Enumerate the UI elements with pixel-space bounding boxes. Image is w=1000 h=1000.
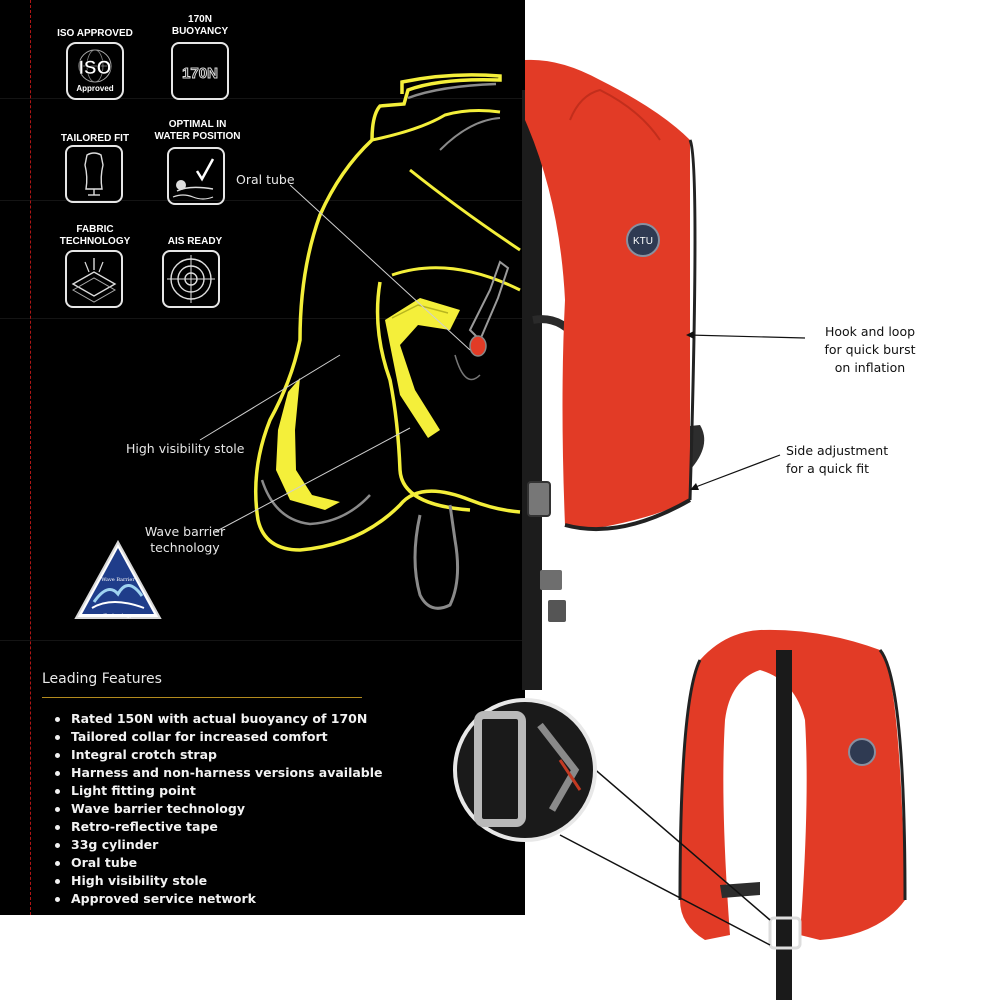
feature-item: Tailored collar for increased comfort [55, 728, 383, 746]
badge-label: FABRIC TECHNOLOGY [59, 224, 131, 247]
features-title: Leading Features [42, 671, 162, 687]
feature-item: Approved service network [55, 890, 383, 908]
feature-item: 33g cylinder [55, 836, 383, 854]
grid-line [0, 318, 525, 319]
harness-strap [522, 90, 542, 690]
feature-item: Wave barrier technology [55, 800, 383, 818]
grid-line [0, 98, 525, 99]
grid-line [0, 640, 525, 641]
features-list: Rated 150N with actual buoyancy of 170N … [55, 710, 383, 908]
ais-target-icon [162, 250, 220, 308]
fabric-technology-icon [65, 250, 123, 308]
high-visibility-stole [276, 378, 340, 510]
wave-barrier-section [385, 298, 460, 438]
badge-fabric-technology: FABRIC TECHNOLOGY [55, 224, 135, 310]
badge-label: TAILORED FIT [60, 133, 130, 144]
callout-side-adjustment: Side adjustment for a quick fit [786, 443, 889, 476]
collar-gray-edge [407, 82, 497, 100]
badge-water-position: OPTIMAL IN WATER POSITION [145, 119, 250, 209]
feature-item: Rated 150N with actual buoyancy of 170N [55, 710, 383, 728]
badge-label: OPTIMAL IN WATER POSITION [154, 119, 241, 142]
info-panel [0, 0, 525, 915]
leader-line-wave-barrier [214, 427, 411, 533]
vest-large [525, 59, 690, 530]
vest-inner-edge [409, 168, 521, 252]
feature-item: Retro-reflective tape [55, 818, 383, 836]
badge-iso-approved: ISO APPROVED ISO Approved [50, 28, 140, 102]
red-dashed-rule [30, 0, 31, 915]
wave-barrier-logo: Wave Barrier Technology [74, 539, 162, 619]
leader-line-oral-tube [289, 184, 471, 351]
arrow-hook-loop [687, 334, 806, 339]
collar-gray-inner [439, 117, 501, 151]
stole-gray-edge [260, 479, 371, 526]
badge-label: 170N BUOYANCY [171, 14, 229, 37]
vest-outer-outline [253, 73, 521, 552]
features-divider [42, 697, 362, 698]
crotch-strap [413, 504, 460, 610]
iso-approved-icon: ISO Approved [66, 42, 124, 100]
arrow-side-adjust [692, 454, 781, 489]
callout-hook-and-loop: Hook and loop for quick burst on inflati… [824, 324, 916, 375]
vest-logo-badge [626, 223, 660, 257]
collar-inner-line [371, 109, 501, 142]
leader-line-high-vis [199, 354, 341, 441]
iso-text: ISO [79, 58, 112, 79]
badge-tailored-fit: TAILORED FIT [55, 133, 135, 213]
small-vest-strap [776, 650, 792, 1000]
zoom-connector-line [559, 834, 771, 946]
vest-small [680, 629, 905, 940]
grid-line [0, 200, 525, 201]
feature-item: Oral tube [55, 854, 383, 872]
badge-label: AIS READY [167, 236, 223, 247]
buoyancy-icon: 170N [171, 42, 229, 100]
vest-front-outline [375, 281, 471, 512]
vest-logo-text: KTU [633, 236, 653, 247]
badge-buoyancy: 170N BUOYANCY 170N [160, 14, 240, 104]
wave-badge-top-text: Wave Barrier [101, 577, 135, 583]
feature-item: Light fitting point [55, 782, 383, 800]
badge-label: ISO APPROVED [57, 28, 133, 39]
feature-item: Integral crotch strap [55, 746, 383, 764]
oral-tube-cap [469, 335, 487, 357]
tailored-fit-icon [65, 145, 123, 203]
water-position-icon [167, 147, 225, 205]
feature-item: Harness and non-harness versions availab… [55, 764, 383, 782]
iso-sub-text: Approved [76, 84, 113, 93]
buoyancy-value-text: 170N [182, 65, 218, 82]
small-vest-buckle [768, 916, 802, 950]
badge-ais-ready: AIS READY [155, 236, 235, 310]
feature-item: High visibility stole [55, 872, 383, 890]
callout-high-visibility-stole: High visibility stole [126, 441, 245, 456]
wave-badge-bottom-text: Technology [104, 613, 133, 619]
vest-neck-outline [391, 266, 521, 292]
callout-oral-tube: Oral tube [236, 172, 295, 187]
callout-wave-barrier: Wave barrier technology [144, 524, 226, 555]
